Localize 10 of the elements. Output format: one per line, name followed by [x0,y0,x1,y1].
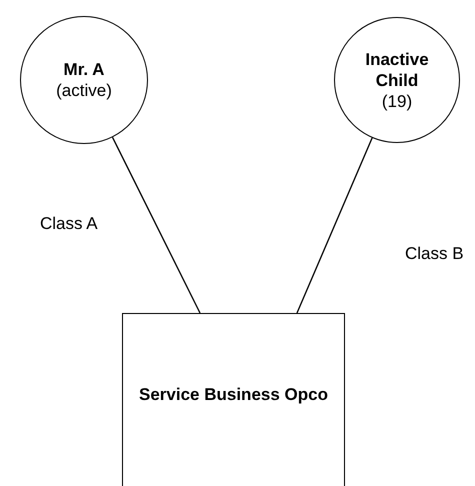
node-subtitle: (19) [382,90,412,112]
connector-line [296,138,373,314]
company-box [122,313,345,486]
node-title: Mr. A [64,59,104,80]
entity-circle [334,17,460,143]
entity-circle [20,16,148,144]
node-subtitle: (active) [56,80,112,101]
node-title: Inactive Child [364,48,430,90]
connector-line [112,137,201,314]
node-title: Service Business Opco [139,384,328,405]
